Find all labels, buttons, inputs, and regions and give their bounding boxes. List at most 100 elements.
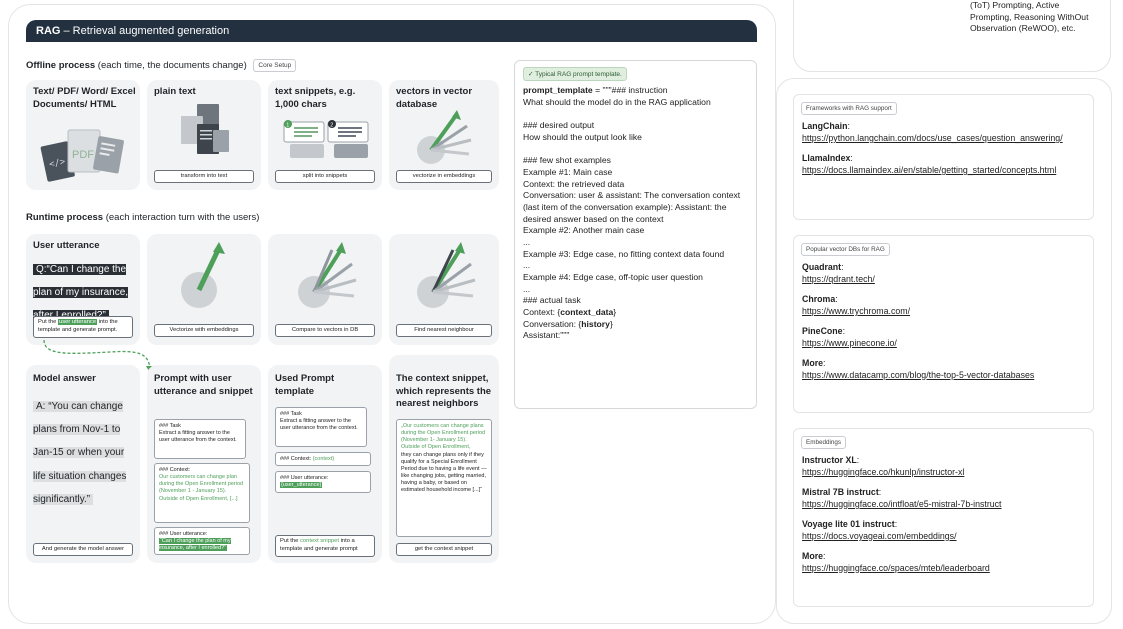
template-line: Context: the retrieved data	[523, 179, 751, 191]
prompt-template-panel: ✓ Typical RAG prompt template. prompt_te…	[514, 60, 757, 409]
template-line: prompt_template = """### instruction	[523, 85, 751, 97]
top-right-frame	[793, 0, 1111, 72]
pill-post: into the template and generate prompt.	[38, 319, 118, 333]
put-utterance-pill: Put the user utterance into the template…	[33, 316, 133, 338]
template-text-part: Conversation: {	[523, 318, 582, 329]
generate-answer-pill: And generate the model answer	[33, 543, 133, 556]
template-line: ...	[523, 260, 751, 272]
pill-pre: Put the	[280, 538, 300, 544]
context-snippet-card: The context snippet, which represents th…	[389, 355, 499, 563]
template-text-part: }	[613, 307, 617, 318]
resource-name: Voyage lite 01 instruct:	[802, 518, 898, 529]
card-title: Model answer	[33, 373, 96, 384]
user-question: Q:“Can I change the plan of my insurance…	[33, 256, 137, 326]
vector-arrows-icon	[417, 110, 472, 164]
resource-name: Chroma:	[802, 293, 838, 304]
resource-name-text: Voyage lite 01 instruct	[802, 518, 895, 529]
user-head: ### User utterance:	[159, 531, 208, 537]
resource-link[interactable]: https://www.trychroma.com/	[802, 305, 911, 316]
resource-name: More:	[802, 550, 826, 561]
resource-name: Quadrant:	[802, 262, 844, 272]
snippet-dark: they can change plans only if they quali…	[401, 451, 487, 494]
template-text-part: (last item of the conversation example):…	[523, 201, 729, 224]
card-title: Prompt with user utterance and snippet	[154, 373, 253, 397]
resource-link[interactable]: https://huggingface.co/hkunlp/instructor…	[802, 466, 965, 477]
snippet-green: „Our customers can change plans during t…	[401, 423, 486, 451]
resource-link[interactable]: https://docs.voyageai.com/embeddings/	[802, 530, 957, 541]
template-line: Conversation: user & assistant: The conv…	[523, 190, 751, 202]
compare-card: Compare to vectors in DB	[268, 234, 382, 345]
prompt-task-box: ### Task Extract a fitting answer to the…	[154, 419, 246, 459]
snippet-badge-1: 1	[286, 122, 289, 128]
user-text: “Can I change the plan of my insurance, …	[159, 538, 231, 552]
context-label: ### Context:	[280, 456, 313, 462]
pdf-label: PDF	[72, 149, 94, 161]
resource-link[interactable]: https://www.pinecone.io/	[802, 337, 897, 348]
frameworks-card: Frameworks with RAG support LangChain:ht…	[793, 94, 1094, 220]
pill-highlight: user utterance	[57, 319, 98, 325]
vectorize-embeddings-pill: Vectorize with embeddings	[154, 324, 254, 337]
template-text-part: How should the output look like	[523, 131, 642, 142]
resource-link[interactable]: https://docs.llamaindex.ai/en/stable/get…	[802, 164, 1057, 175]
template-text-part: = """### instruction	[592, 85, 668, 95]
resource-name: Instructor XL:	[802, 455, 860, 465]
template-line: ### actual task	[523, 295, 751, 307]
template-line: What should the model do in the RAG appl…	[523, 97, 751, 109]
user-head: ### User utterance:	[280, 475, 329, 481]
template-text-part: }	[609, 318, 613, 329]
used-template-card: Used Prompt template ### Task Extract a …	[268, 365, 382, 563]
vectorize-card: Vectorize with embeddings	[147, 234, 261, 345]
offline-card-plain-text: plain text transform into text	[147, 80, 261, 190]
template-line: How should the output look like	[523, 132, 751, 144]
template-line: ### few shot examples	[523, 155, 751, 167]
top-right-line: Prompting, Reasoning WithOut	[970, 11, 1089, 22]
vectorize-pill: vectorize in embeddings	[396, 170, 492, 183]
resource-name-text: Mistral 7B instruct	[802, 486, 879, 497]
template-task-box: ### Task Extract a fitting answer to the…	[275, 407, 367, 447]
embeddings-chip: Embeddings	[801, 436, 847, 449]
template-line: Context: {context_data}	[523, 307, 751, 319]
frameworks-chip: Frameworks with RAG support	[801, 102, 897, 115]
card-title: User utterance	[33, 240, 100, 251]
template-line: Conversation: {history}	[523, 319, 751, 331]
model-answer-card: Model answer A: “You can change plans fr…	[26, 365, 140, 563]
resource-name: Mistral 7B instruct:	[802, 486, 882, 497]
resource-link[interactable]: https://huggingface.co/spaces/mteb/leade…	[802, 562, 990, 573]
split-pill: split into snippets	[275, 170, 375, 183]
top-right-line: (ToT) Prompting, Active	[970, 0, 1060, 10]
context-var: {context}	[312, 456, 335, 462]
context-text: Our customers can change plan during the…	[159, 474, 244, 502]
task-head: ### Task	[280, 411, 302, 417]
template-text-part: ...	[523, 260, 531, 271]
resource-link[interactable]: https://www.datacamp.com/blog/the-top-5-…	[802, 369, 1035, 380]
offline-heading-rest: (each time, the documents change)	[95, 60, 247, 72]
answer-text: A: “You can change plans from Nov-1 to J…	[33, 401, 127, 505]
task-text: Extract a fitting answer to the user utt…	[159, 430, 237, 444]
card-title: plain text	[154, 86, 196, 97]
template-line	[523, 143, 751, 155]
template-text-part: Example #2: Another main case	[523, 225, 645, 236]
template-user-box: ### User utterance: {user_utterance}	[275, 471, 371, 493]
resources-frame	[776, 78, 1112, 624]
resource-name-text: More	[802, 550, 824, 561]
template-text-part: What should the model do in the RAG appl…	[523, 96, 711, 107]
resource-link[interactable]: https://huggingface.co/intfloat/e5-mistr…	[802, 498, 1002, 509]
template-line: ### desired output	[523, 120, 751, 132]
main-frame	[8, 4, 776, 624]
template-text-part: ...	[523, 283, 531, 294]
template-line: Example #4: Edge case, off-topic user qu…	[523, 272, 751, 284]
template-text-part: Example #1: Main case	[523, 166, 613, 177]
template-line: Assistant:"""	[523, 330, 751, 342]
vector-dbs-list: Quadrant:https://qdrant.tech/Chroma:http…	[802, 262, 1090, 382]
template-line	[523, 108, 751, 120]
top-right-text: (ToT) Prompting, Active Prompting, Reaso…	[970, 0, 1100, 35]
core-setup-chip: Core Setup	[253, 59, 297, 72]
resource-link[interactable]: https://python.langchain.com/docs/use_ca…	[802, 132, 1063, 143]
template-line: ...	[523, 237, 751, 249]
template-var: history	[581, 318, 610, 329]
resource-name-text: Chroma	[802, 293, 836, 304]
pill-post: into a template and generate prompt	[280, 538, 358, 552]
documents-icon: </> PDF	[40, 129, 124, 182]
resource-link[interactable]: https://qdrant.tech/	[802, 273, 875, 284]
template-text-part: ### few shot examples	[523, 155, 611, 166]
